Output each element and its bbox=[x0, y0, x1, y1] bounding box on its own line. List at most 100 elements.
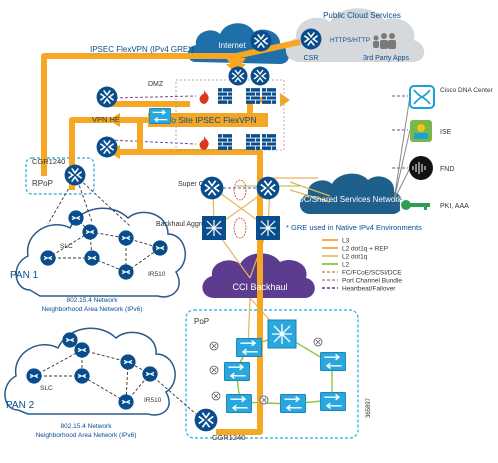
csr-router-icon bbox=[300, 28, 322, 50]
service-label: Cisco DNA Center bbox=[440, 87, 494, 94]
legend-label: L2 dot1q bbox=[342, 254, 368, 261]
firewall-appliance-icon bbox=[262, 88, 276, 104]
firewall-appliance-icon bbox=[218, 134, 232, 150]
firewall-appliance-icon bbox=[218, 88, 232, 104]
firewall-icon bbox=[199, 136, 209, 150]
dmz-switch-icon bbox=[148, 108, 172, 124]
pop-switch-icon bbox=[320, 392, 346, 411]
mesh-node-icon bbox=[118, 230, 134, 246]
dc-shared-cloud bbox=[299, 173, 403, 214]
pop-switch-icon bbox=[226, 394, 252, 413]
pan2-cloud bbox=[4, 327, 176, 416]
dc-shared-label: DC/Shared Services Network bbox=[298, 195, 403, 204]
pop-cgr-router-icon bbox=[194, 408, 218, 432]
mesh-node-icon bbox=[74, 368, 90, 384]
figure-id: 365897 bbox=[366, 397, 372, 418]
third-party-label: 3rd Party Apps bbox=[363, 55, 409, 62]
vpn-headend-router-icon bbox=[96, 136, 118, 158]
legend-label: FC/FCoE/SCSI/DCE bbox=[342, 270, 402, 277]
mesh-node-icon bbox=[152, 240, 168, 256]
rpop-label: RPoP bbox=[32, 179, 53, 188]
pop-switch-icon bbox=[320, 352, 346, 371]
pop-core-switch-icon bbox=[267, 319, 297, 349]
internet-label: Internet bbox=[218, 41, 246, 50]
third-party-apps-icon bbox=[373, 33, 396, 49]
mesh-node-icon bbox=[142, 366, 158, 382]
internet-router-icon bbox=[250, 30, 272, 52]
pop-switch-icon bbox=[224, 362, 250, 381]
core-router-icon bbox=[256, 176, 280, 200]
legend-label: Port Channel Bundle bbox=[342, 278, 402, 285]
pop-switch-icon bbox=[280, 394, 306, 413]
vpn-he-label: VPN HE bbox=[92, 115, 120, 124]
blocked-port-marks bbox=[211, 339, 321, 403]
rpop-box bbox=[25, 157, 95, 195]
pan1-slc-label: SLC bbox=[60, 243, 73, 250]
key-icon bbox=[400, 200, 436, 210]
legend-label: L2 dot1q + REP bbox=[342, 246, 388, 253]
public-cloud-label: Public Cloud Services bbox=[323, 11, 401, 20]
port-channel-icon bbox=[233, 217, 247, 239]
pan1-cloud bbox=[15, 207, 186, 298]
pan2-slc-label: SLC bbox=[40, 385, 53, 392]
mesh-node-icon bbox=[62, 332, 78, 348]
dna-center-icon bbox=[409, 85, 435, 109]
internet-router-icon bbox=[228, 66, 248, 86]
pan1-network-label: 802.15.4 Network bbox=[67, 297, 119, 304]
pan2-network-label: 802.15.4 Network bbox=[61, 423, 113, 430]
pan2-label: PAN 2 bbox=[6, 400, 35, 411]
legend-label: L3 bbox=[342, 238, 350, 245]
cci-backhaul-label: CCI Backhaul bbox=[232, 282, 287, 292]
service-label: PKI, AAA bbox=[440, 203, 469, 210]
mesh-node-icon bbox=[118, 264, 134, 280]
cgr1240-top-label: CGR1240 bbox=[32, 157, 65, 166]
tunnel-ipsec-label: IPSEC FlexVPN (IPv4 GRE*) bbox=[90, 45, 194, 54]
cgr1240-bottom-label: CGR1240 bbox=[212, 433, 245, 442]
port-channel-icon bbox=[233, 179, 247, 201]
tunnel-site-to-site-label: Site To Site IPSEC FlexVPN bbox=[150, 115, 257, 125]
pan2-area-label: Neighborhood Area Network (IPv6) bbox=[36, 432, 137, 439]
cisco-fnd-icon bbox=[409, 156, 433, 180]
pan1-ir510-label: IR510 bbox=[148, 271, 166, 278]
legend-label: L2 bbox=[342, 262, 350, 269]
pop-box bbox=[185, 309, 359, 439]
csr-label: CSR bbox=[304, 55, 319, 62]
mesh-node-icon bbox=[68, 210, 84, 226]
pop-switch-icon bbox=[236, 338, 262, 357]
legend-label: Heartbeat/Failover bbox=[342, 286, 396, 293]
ise-icon bbox=[410, 120, 432, 142]
firewall-icon bbox=[199, 90, 209, 104]
service-label: FND bbox=[440, 166, 454, 173]
legend-note: * GRE used in Native IPv4 Environments bbox=[286, 223, 422, 232]
https-label: HTTPS/HTTP bbox=[330, 37, 370, 44]
mesh-node-icon bbox=[84, 250, 100, 266]
vpn-headend-router-icon bbox=[96, 86, 118, 108]
service-label: ISE bbox=[440, 129, 452, 136]
firewall-appliance-icon bbox=[246, 134, 260, 150]
pan2-nodes bbox=[26, 332, 158, 410]
mesh-node-icon bbox=[120, 354, 136, 370]
pop-label: PoP bbox=[194, 317, 209, 326]
mesh-node-icon bbox=[40, 250, 56, 266]
heartbeat-links bbox=[109, 95, 408, 206]
pan2-ir510-label: IR510 bbox=[144, 397, 162, 404]
firewall-appliance-icon bbox=[262, 134, 276, 150]
super-core-label: Super Core bbox=[178, 181, 214, 188]
pan1-area-label: Neighborhood Area Network (IPv6) bbox=[42, 306, 143, 313]
mesh-node-icon bbox=[118, 394, 134, 410]
backhaul-aggregation-label: Backhaul Aggregation bbox=[156, 221, 224, 228]
pan1-label: PAN 1 bbox=[10, 270, 39, 281]
internet-router-icon bbox=[250, 66, 270, 86]
site-to-site-bar bbox=[148, 113, 268, 127]
rpop-router-icon bbox=[64, 164, 86, 186]
mesh-node-icon bbox=[82, 224, 98, 240]
aggregation-switch-icon bbox=[202, 216, 226, 240]
aggregation-switch-icon bbox=[256, 216, 280, 240]
dmz-label: DMZ bbox=[148, 81, 164, 88]
mesh-node-icon bbox=[26, 368, 42, 384]
service-links bbox=[393, 95, 411, 206]
l3-links bbox=[212, 177, 331, 279]
firewall-appliance-icon bbox=[246, 88, 260, 104]
